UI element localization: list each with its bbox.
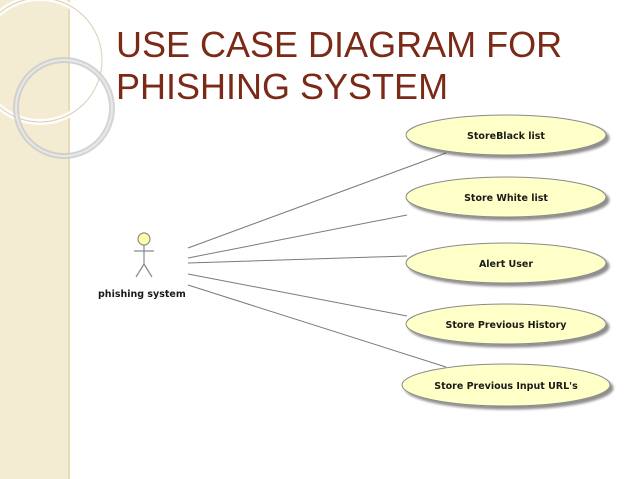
use-case-label: Alert User <box>479 259 533 270</box>
use-case-label: Store White list <box>464 193 548 204</box>
association-line-1 <box>187 152 447 249</box>
use-case-store-previous-history: Store Previous History <box>405 303 607 345</box>
slide-title: USE CASE DIAGRAM FOR PHISHING SYSTEM <box>116 24 596 108</box>
use-case-store-previous-input-urls: Store Previous Input URL's <box>401 363 611 407</box>
use-case-label: Store Previous Input URL's <box>434 381 578 392</box>
use-case-label: StoreBlack list <box>467 131 545 142</box>
association-line-5 <box>187 284 447 368</box>
use-case-store-white-list: Store White list <box>405 176 607 218</box>
use-case-alert-user: Alert User <box>405 242 607 284</box>
association-line-3 <box>187 255 408 264</box>
association-line-2 <box>187 214 408 259</box>
use-case-storeblack-list: StoreBlack list <box>405 114 607 156</box>
association-line-4 <box>187 273 408 317</box>
actor-stick-figure <box>134 232 154 278</box>
actor-label: phishing system <box>98 289 186 300</box>
band-divider <box>68 0 70 479</box>
title-line-2: PHISHING SYSTEM <box>116 66 449 107</box>
decorative-band <box>0 0 68 479</box>
use-case-label: Store Previous History <box>446 320 568 331</box>
decorative-circles <box>0 0 115 159</box>
title-line-1: USE CASE DIAGRAM FOR <box>116 24 563 65</box>
